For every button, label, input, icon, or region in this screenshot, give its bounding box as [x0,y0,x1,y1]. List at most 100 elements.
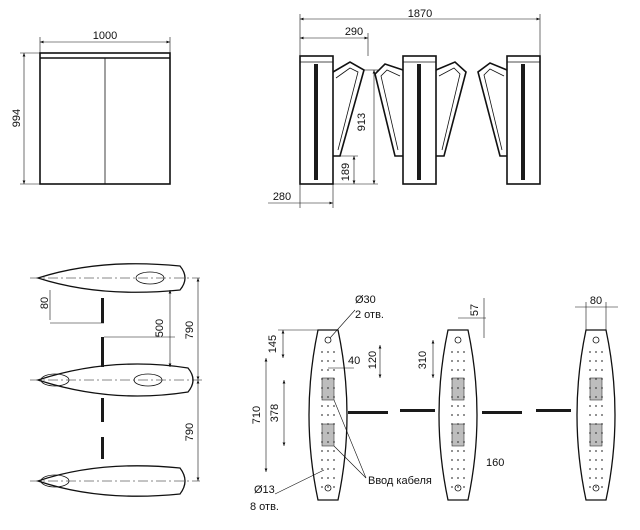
perforation-dot [463,468,465,470]
perforation-dot [321,396,323,398]
perforation-dot [457,441,459,443]
perforation-dot [601,405,603,407]
perforation-dot [601,414,603,416]
perforation-dot [589,360,591,362]
perforation-dot [327,396,329,398]
perforation-dot [463,396,465,398]
perforation-dot [601,396,603,398]
base-right-block-1 [589,377,603,401]
perforation-dot [451,477,453,479]
perforation-dot [451,387,453,389]
perforation-dot [321,459,323,461]
perforation-dot [451,450,453,452]
inner-height-label: 120 [367,351,379,369]
perforation-dot [327,441,329,443]
base-left-hole-bottom [324,484,332,492]
perforation-dot [327,486,329,488]
perforation-dot [457,378,459,380]
perforation-dot [321,414,323,416]
perforation-dot [327,405,329,407]
perforation-dot [463,450,465,452]
mid-side-label: 310 [417,351,429,369]
perforation-dot [321,450,323,452]
inner-width-label: 40 [348,355,360,367]
perforation-dot [463,360,465,362]
perforation-dot [333,351,335,353]
perforation-dot [463,486,465,488]
base-left-block-1 [321,377,335,401]
top-offset-dim-label: 145 [267,335,279,353]
perforation-dot [463,423,465,425]
side-post-right-slot [521,64,525,180]
perforation-dot [451,351,453,353]
perforation-dot [457,360,459,362]
mid-height-label: 378 [269,404,281,422]
perforation-dot [463,459,465,461]
top-flap-2 [101,337,104,367]
side-wing-right [477,62,508,157]
top-pitch-lower-label: 790 [184,423,196,441]
top-spacing-label: 500 [154,319,166,337]
side-view: 1870 290 913 189 280 [268,8,541,208]
hole-big-count: 2 отв. [355,309,384,321]
perforation-dot [457,351,459,353]
perforation-dot [601,477,603,479]
perforation-dot [451,441,453,443]
top-pitch-upper-label: 790 [184,321,196,339]
hole-small-label: Ø13 [254,484,275,496]
perforation-dot [457,450,459,452]
perforation-dot [321,468,323,470]
top-view: 80 500 790 790 [30,263,205,497]
perforation-dot [333,432,335,434]
perforation-dot [589,369,591,371]
perforation-dot [463,351,465,353]
perforation-dot [589,468,591,470]
perforation-dot [327,351,329,353]
perforation-dot [327,477,329,479]
perforation-dot [457,396,459,398]
perforation-dot [451,486,453,488]
top-flap-3 [101,398,104,422]
perforation-dot [321,387,323,389]
perforation-dot [595,441,597,443]
base-plans: Ø30 2 отв. 145 40 120 710 378 Ø13 8 отв.… [250,294,618,513]
perforation-dot [601,378,603,380]
perforation-dot [327,450,329,452]
perforation-dot [463,387,465,389]
side-height-label: 913 [356,113,368,131]
perforation-dot [463,441,465,443]
perforation-dot [457,477,459,479]
perforation-dot [321,360,323,362]
perforation-dot [451,360,453,362]
perforation-dot [333,423,335,425]
side-post-left [299,55,334,185]
perforation-dot [595,477,597,479]
perforation-dot [457,486,459,488]
perforation-dot [321,477,323,479]
perforation-dot [595,486,597,488]
perforation-dot [327,459,329,461]
perforation-dot [601,369,603,371]
perforation-dot [321,405,323,407]
perforation-dot [589,486,591,488]
perforation-dot [601,432,603,434]
perforation-dot [321,441,323,443]
perforation-dot [321,378,323,380]
right-width-label: 80 [590,295,602,307]
perforation-dot [601,450,603,452]
perforation-dot [321,369,323,371]
perforation-dot [457,459,459,461]
base-middle-block-1 [451,377,465,401]
perforation-dot [601,387,603,389]
perforation-dot [595,360,597,362]
perforation-dot [463,405,465,407]
perforation-dot [457,405,459,407]
perforation-dot [333,378,335,380]
perforation-dot [451,396,453,398]
perforation-dot [333,360,335,362]
hole-small-count: 8 отв. [250,501,279,513]
perforation-dot [451,459,453,461]
perforation-dot [463,477,465,479]
perforation-dot [333,486,335,488]
perforation-dot [463,369,465,371]
